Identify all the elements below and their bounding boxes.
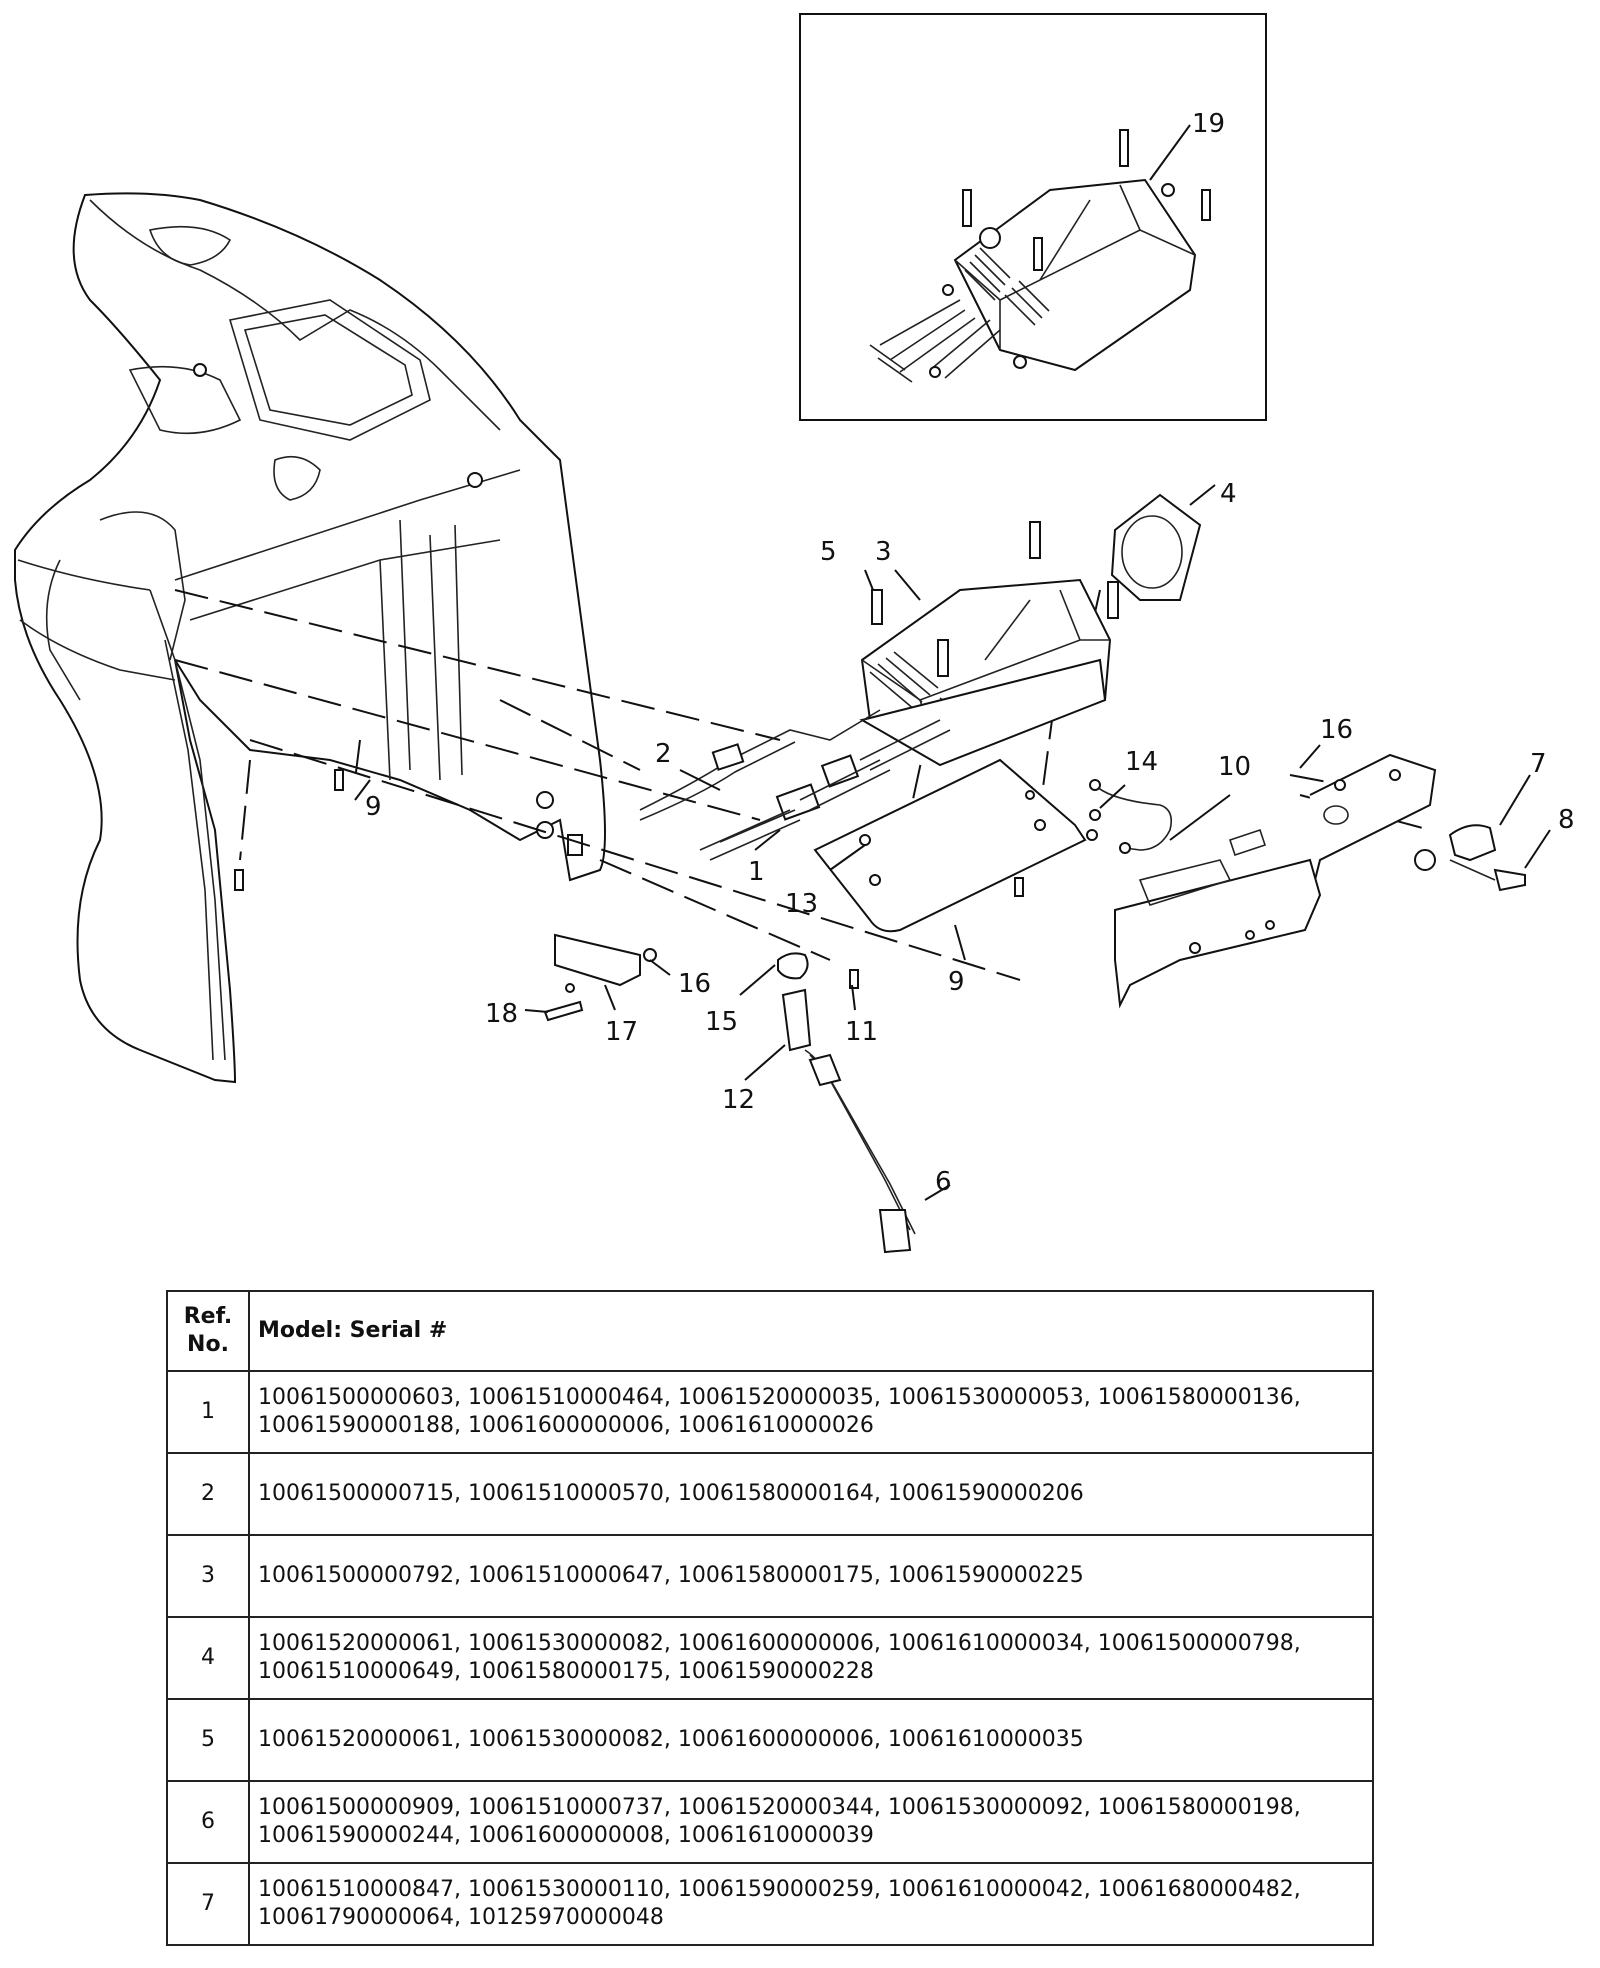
table-row: 1 10061500000603, 10061510000464, 100615… — [166, 1370, 1374, 1454]
fan-shroud — [1110, 493, 1202, 601]
callout-9a: 9 — [365, 792, 382, 822]
mounting-plate — [813, 758, 1087, 933]
callout-1: 1 — [748, 857, 765, 887]
ref-no-header-text: Ref. No. — [183, 1304, 233, 1357]
table-header-row: Ref. No. Model: Serial # — [166, 1290, 1374, 1372]
serials-cell: 10061520000061, 10061530000082, 10061600… — [248, 1616, 1374, 1700]
serials-cell: 10061500000792, 10061510000647, 10061580… — [248, 1534, 1374, 1618]
callout-12: 12 — [722, 1085, 755, 1115]
inset-frame — [799, 13, 1267, 421]
serials-cell: 10061520000061, 10061530000082, 10061600… — [248, 1698, 1374, 1782]
key-switch-assembly — [1414, 824, 1526, 892]
table-row: 5 10061520000061, 10061530000082, 100616… — [166, 1698, 1374, 1782]
leader-lines — [354, 124, 1551, 1201]
ref-no-cell: 7 — [166, 1862, 250, 1946]
wiring-harness — [639, 709, 951, 861]
callout-13: 13 — [785, 889, 818, 919]
serials-cell: 10061500000715, 10061510000570, 10061580… — [248, 1452, 1374, 1536]
callout-16a: 16 — [1320, 715, 1353, 745]
callout-9b: 9 — [948, 967, 965, 997]
serial-number-table: Ref. No. Model: Serial # 1 1006150000060… — [166, 1290, 1374, 1946]
exploded-parts-diagram: 1 2 3 4 5 6 7 8 9 9 10 11 12 13 14 15 16… — [14, 13, 1575, 1254]
inset-charger-illustration — [869, 129, 1211, 383]
serials-cell: 10061500000909, 10061510000737, 10061520… — [248, 1780, 1374, 1864]
callout-19: 19 — [1192, 109, 1225, 139]
ground-wire — [1086, 779, 1173, 854]
callout-11: 11 — [845, 1017, 878, 1047]
callout-7: 7 — [1530, 749, 1547, 779]
model-serial-header: Model: Serial # — [248, 1290, 1374, 1372]
callout-15: 15 — [705, 1007, 738, 1037]
ref-no-cell: 6 — [166, 1780, 250, 1864]
callout-8: 8 — [1558, 805, 1575, 835]
hardware — [234, 769, 916, 1254]
callout-10: 10 — [1218, 752, 1251, 782]
callout-5: 5 — [820, 537, 837, 567]
table-row: 3 10061500000792, 10061510000647, 100615… — [166, 1534, 1374, 1618]
callout-4: 4 — [1220, 479, 1237, 509]
battery-charger — [859, 521, 1119, 767]
ref-no-cell: 3 — [166, 1534, 250, 1618]
callout-3: 3 — [875, 537, 892, 567]
serials-cell: 10061500000603, 10061510000464, 10061520… — [248, 1370, 1374, 1454]
ref-no-cell: 1 — [166, 1370, 250, 1454]
serials-cell: 10061510000847, 10061530000110, 10061590… — [248, 1862, 1374, 1946]
callout-18: 18 — [485, 999, 518, 1029]
ref-no-cell: 2 — [166, 1452, 250, 1536]
callout-2: 2 — [655, 739, 672, 769]
table-row: 6 10061500000909, 10061510000737, 100615… — [166, 1780, 1374, 1864]
callout-6: 6 — [935, 1167, 952, 1197]
callout-labels: 1 2 3 4 5 6 7 8 9 9 10 11 12 13 14 15 16… — [365, 109, 1575, 1197]
callout-16b: 16 — [678, 969, 711, 999]
ref-no-header: Ref. No. — [166, 1290, 250, 1372]
table-row: 4 10061520000061, 10061530000082, 100616… — [166, 1616, 1374, 1700]
table-row: 7 10061510000847, 10061530000110, 100615… — [166, 1862, 1374, 1946]
ref-no-cell: 4 — [166, 1616, 250, 1700]
callout-14: 14 — [1125, 747, 1158, 777]
ref-no-cell: 5 — [166, 1698, 250, 1782]
table-row: 2 10061500000715, 10061510000570, 100615… — [166, 1452, 1374, 1536]
rear-body-shroud — [14, 192, 606, 1084]
callout-17: 17 — [605, 1017, 638, 1047]
control-panel-bracket — [1114, 753, 1437, 1009]
